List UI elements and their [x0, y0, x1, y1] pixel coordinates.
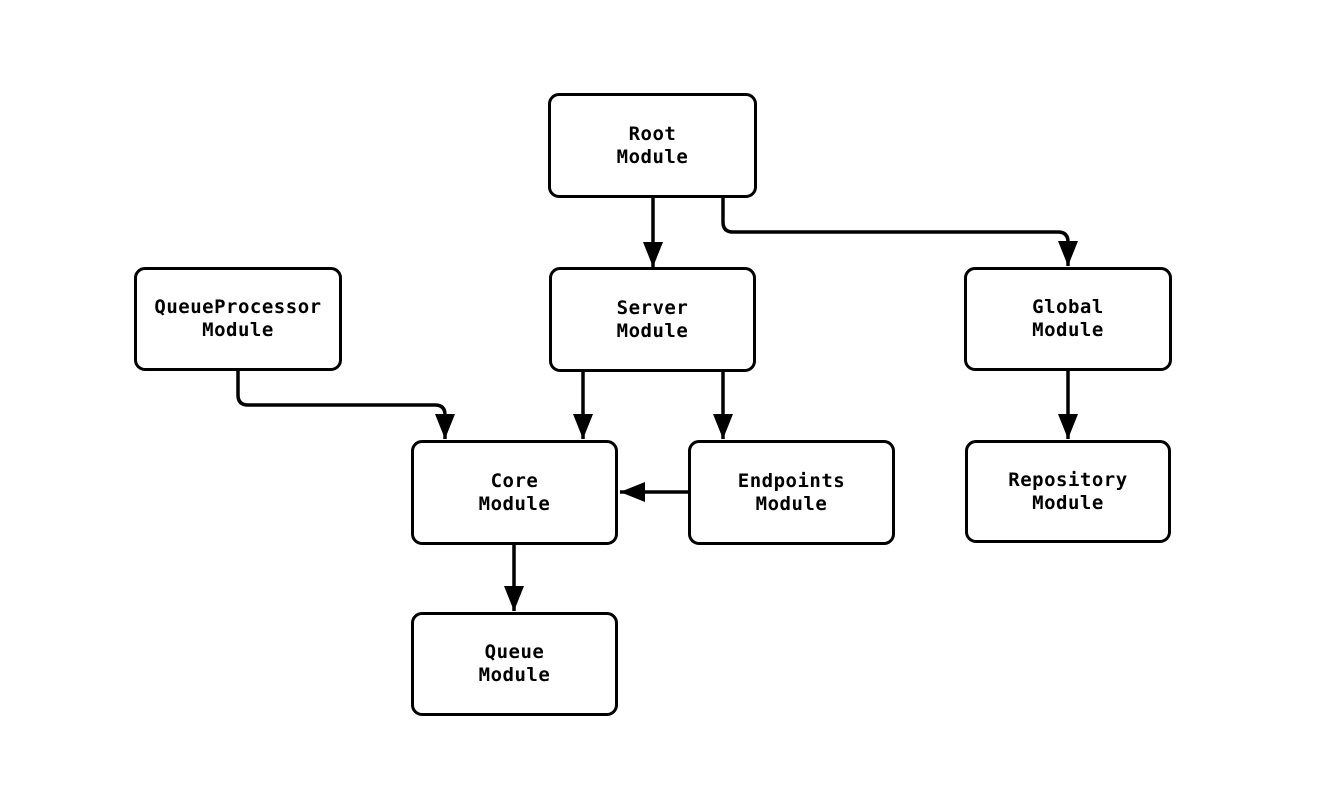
node-label-line: Module: [1032, 319, 1104, 341]
node-label-line: Module: [478, 664, 551, 686]
node-label-line: Module: [202, 319, 274, 341]
node-label-line: Core: [490, 469, 539, 492]
node-label-line: Module: [755, 492, 828, 515]
node-label-line: QueueProcessor: [154, 296, 322, 318]
node-label-line: Root: [628, 122, 677, 145]
node-label-line: Module: [616, 145, 689, 168]
node-label-line: Queue: [484, 641, 545, 663]
edge-root-to-global: [721, 198, 1079, 266]
node-label-line: Global: [1032, 296, 1104, 318]
node-label-line: Server: [616, 296, 689, 319]
node-label-line: Module: [478, 492, 551, 515]
node-label-line: Module: [616, 319, 689, 342]
node-label-line: Repository: [1008, 468, 1128, 491]
node-label-line: Endpoints: [737, 469, 846, 492]
edges-group: [236, 198, 1079, 611]
node-label-line: Module: [1032, 491, 1104, 514]
edge-queueprocessor-to-core: [236, 371, 456, 439]
